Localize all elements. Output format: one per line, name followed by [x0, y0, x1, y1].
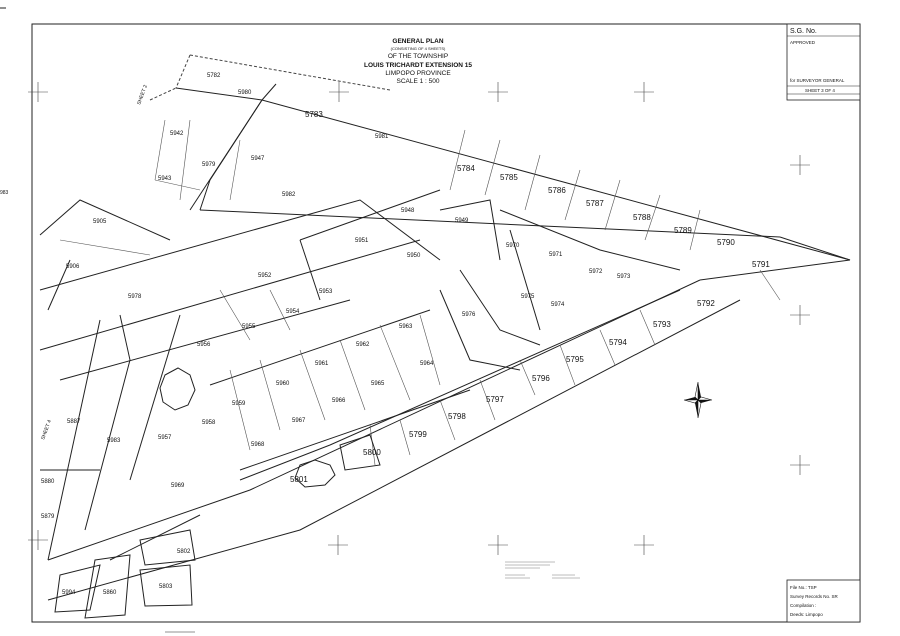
erf-5790: 5790 [717, 238, 735, 247]
erf-5962: 5962 [356, 342, 370, 348]
title-block: GENERAL PLAN (CONSISTING OF 4 SHEETS) OF… [364, 38, 472, 85]
plan-title: GENERAL PLAN [392, 38, 443, 45]
erf-5973: 5973 [617, 274, 631, 280]
sheet-border [31, 23, 861, 623]
surveyor-general-label: for SURVEYOR GENERAL [790, 78, 845, 83]
file-info-box: File No.: TSP Survey Records No. SR Comp… [786, 579, 861, 623]
erf-5905: 5905 [93, 219, 107, 225]
sg-number-label: S.G. No. [790, 28, 817, 35]
erf-5887: 5887 [67, 419, 81, 425]
erf-5786: 5786 [548, 186, 566, 195]
erf-5860: 5860 [103, 590, 117, 596]
erf-5802: 5802 [177, 549, 191, 555]
erf-5952: 5952 [258, 273, 272, 279]
deeds-label: Deeds: Limpopo [790, 612, 823, 617]
erf-5994: 5994 [62, 590, 76, 596]
erf-5982: 5982 [282, 192, 296, 198]
erf-5906: 5906 [66, 264, 80, 270]
erf-5942: 5942 [170, 131, 184, 137]
erf-5880: 5880 [41, 479, 55, 485]
erf-5879: 5879 [41, 514, 55, 520]
erf-5789: 5789 [674, 226, 692, 235]
erf-5972: 5972 [589, 269, 603, 275]
north-arrow-icon [683, 381, 713, 419]
erf-5783: 5783 [305, 110, 323, 119]
erf-5966: 5966 [332, 398, 346, 404]
erf-5953: 5953 [319, 289, 333, 295]
erf-5956: 5956 [197, 342, 211, 348]
erf-5959: 5959 [232, 401, 246, 407]
erf-5791: 5791 [752, 260, 770, 269]
sg-approval-box: S.G. No. APPROVED for SURVEYOR GENERAL S… [786, 23, 861, 101]
erf-5957: 5957 [158, 435, 172, 441]
erf-5971: 5971 [549, 252, 563, 258]
erf-5963: 5963 [399, 324, 413, 330]
erf-5964: 5964 [420, 361, 434, 367]
sheet-2-reference: SHEET 2 [136, 84, 149, 106]
erf-5958: 5958 [202, 420, 216, 426]
cadastral-lines [39, 54, 851, 619]
erf-5798: 5798 [448, 412, 466, 421]
plan-of-township: OF THE TOWNSHIP [388, 53, 448, 60]
erf-5796: 5796 [532, 374, 550, 383]
erf-5975: 5975 [521, 294, 535, 300]
erf-5983: 5983 [107, 438, 121, 444]
erf-5795: 5795 [566, 355, 584, 364]
erf-5961: 5961 [315, 361, 329, 367]
erf-5803: 5803 [159, 584, 173, 590]
plan-scale: SCALE 1 : 500 [397, 78, 440, 85]
erf-5965: 5965 [371, 381, 385, 387]
erf-5797: 5797 [486, 395, 504, 404]
erf-5967: 5967 [292, 418, 306, 424]
province-name: LIMPOPO PROVINCE [385, 70, 451, 77]
erf-5787: 5787 [586, 199, 604, 208]
erf-5981: 5981 [375, 134, 389, 140]
erf-5800: 5800 [363, 448, 381, 457]
erf-5969: 5969 [171, 483, 185, 489]
erf-5943: 5943 [158, 176, 172, 182]
erf-5979: 5979 [202, 162, 216, 168]
erf-5976: 5976 [462, 312, 476, 318]
erf-5801: 5801 [290, 475, 308, 484]
erf-5793: 5793 [653, 320, 671, 329]
erf-5970: 5970 [506, 243, 520, 249]
erf-5955: 5955 [242, 324, 256, 330]
erf-5794: 5794 [609, 338, 627, 347]
file-number-label: File No.: TSP [790, 585, 817, 590]
approved-label: APPROVED [790, 40, 816, 45]
erf-5949: 5949 [455, 218, 469, 224]
erf-5947: 5947 [251, 156, 265, 162]
erf-5785: 5785 [500, 173, 518, 182]
erf-5960: 5960 [276, 381, 290, 387]
erf-5784: 5784 [457, 164, 475, 173]
compilation-label: Compilation : [790, 603, 816, 608]
left-margin-label: 983 [0, 190, 9, 196]
erf-5954: 5954 [286, 309, 300, 315]
sheet-number-label: SHEET 3 OF 4 [805, 88, 835, 93]
survey-records-label: Survey Records No. SR [790, 594, 839, 599]
erf-5978: 5978 [128, 294, 142, 300]
erf-5968: 5968 [251, 442, 265, 448]
erf-5782: 5782 [207, 73, 221, 79]
erf-5792: 5792 [697, 299, 715, 308]
erf-5948: 5948 [401, 208, 415, 214]
sheet-4-reference: SHEET 4 [40, 419, 53, 441]
erf-5980: 5980 [238, 90, 252, 96]
erf-5974: 5974 [551, 302, 565, 308]
erf-5799: 5799 [409, 430, 427, 439]
erf-numbers: 5782 5980 5783 5981 5942 5979 5947 5943 … [41, 73, 770, 596]
erf-5951: 5951 [355, 238, 369, 244]
erf-5788: 5788 [633, 213, 651, 222]
plan-sheet-count: (CONSISTING OF 4 SHEETS) [391, 46, 446, 51]
erf-5950: 5950 [407, 253, 421, 259]
grid-crosshairs [28, 82, 810, 555]
certificate-note [505, 561, 580, 579]
township-name: LOUIS TRICHARDT EXTENSION 15 [364, 62, 472, 69]
